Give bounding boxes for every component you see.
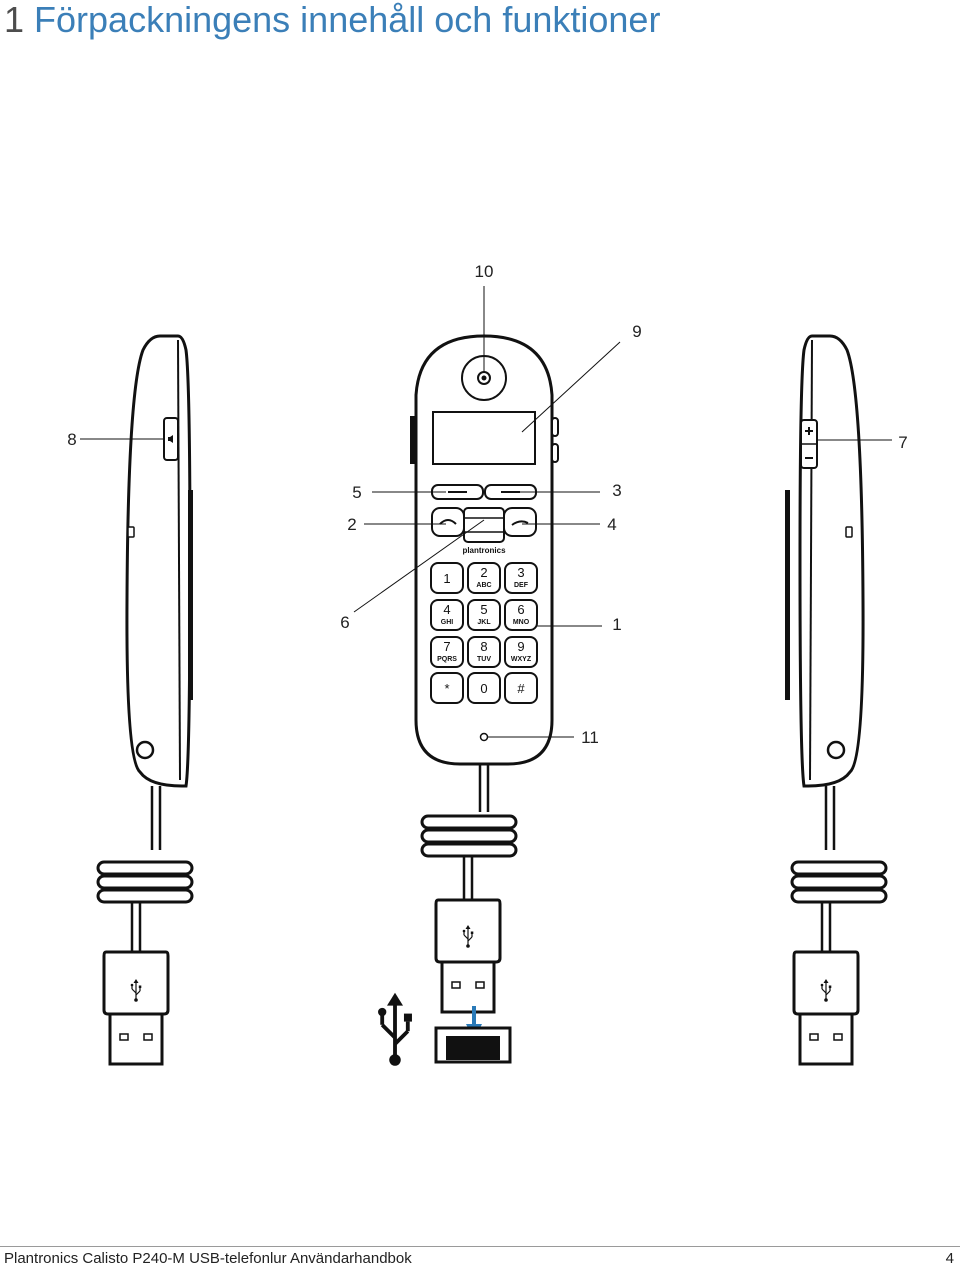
keypad-key: 1 <box>430 562 464 594</box>
callout-7: 7 <box>898 433 907 452</box>
key-digit: 8 <box>480 639 487 654</box>
callout-6: 6 <box>340 613 349 632</box>
callout-8: 8 <box>67 430 76 449</box>
key-letters: PQRS <box>437 656 457 663</box>
plus-icon <box>805 427 813 435</box>
key-letters: ABC <box>476 582 491 589</box>
callout-4: 4 <box>607 515 616 534</box>
key-digit: 3 <box>517 565 524 580</box>
footer-product-text: Plantronics Calisto P240-M USB-telefonlu… <box>4 1250 412 1267</box>
key-digit: 5 <box>480 602 487 617</box>
key-digit: 4 <box>443 602 450 617</box>
key-digit: 0 <box>480 681 487 696</box>
microphone <box>479 732 489 742</box>
callout-5: 5 <box>352 483 361 502</box>
key-letters: JKL <box>477 619 491 626</box>
key-letters: TUV <box>477 656 491 663</box>
key-digit: 2 <box>480 565 487 580</box>
key-letters: GHI <box>441 619 454 626</box>
section-number: 1 <box>4 0 25 40</box>
right-side-view <box>785 334 892 1066</box>
key-digit: * <box>444 681 449 696</box>
brand-logo: plantronics <box>462 546 506 555</box>
call-icon <box>439 519 457 525</box>
keypad-key: # <box>504 672 538 704</box>
speaker-icon <box>168 435 173 443</box>
callout-1: 1 <box>612 615 621 634</box>
key-letters: MNO <box>513 619 530 626</box>
callout-10: 10 <box>475 262 494 281</box>
callout-11: 11 <box>581 728 599 747</box>
key-digit: 9 <box>517 639 524 654</box>
call-button <box>431 507 465 537</box>
callout-9: 9 <box>632 322 641 341</box>
footer-page-number: 4 <box>945 1250 954 1267</box>
footer-divider <box>0 1246 960 1247</box>
callout-3: 3 <box>612 481 621 500</box>
section-title: Förpackningens innehåll och funktioner <box>34 0 661 40</box>
end-call-icon <box>511 520 529 526</box>
key-digit: 1 <box>443 571 450 586</box>
leader-lines <box>353 286 621 738</box>
callout-2: 2 <box>347 515 356 534</box>
key-letters: WXYZ <box>511 656 532 663</box>
key-letters: DEF <box>514 582 529 589</box>
usb-icon <box>376 990 414 1068</box>
left-side-view <box>80 334 194 1066</box>
keypad-key: 0 <box>467 672 501 704</box>
key-digit: 7 <box>443 639 450 654</box>
keypad-key: * <box>430 672 464 704</box>
key-digit: # <box>517 681 525 696</box>
key-digit: 6 <box>517 602 524 617</box>
